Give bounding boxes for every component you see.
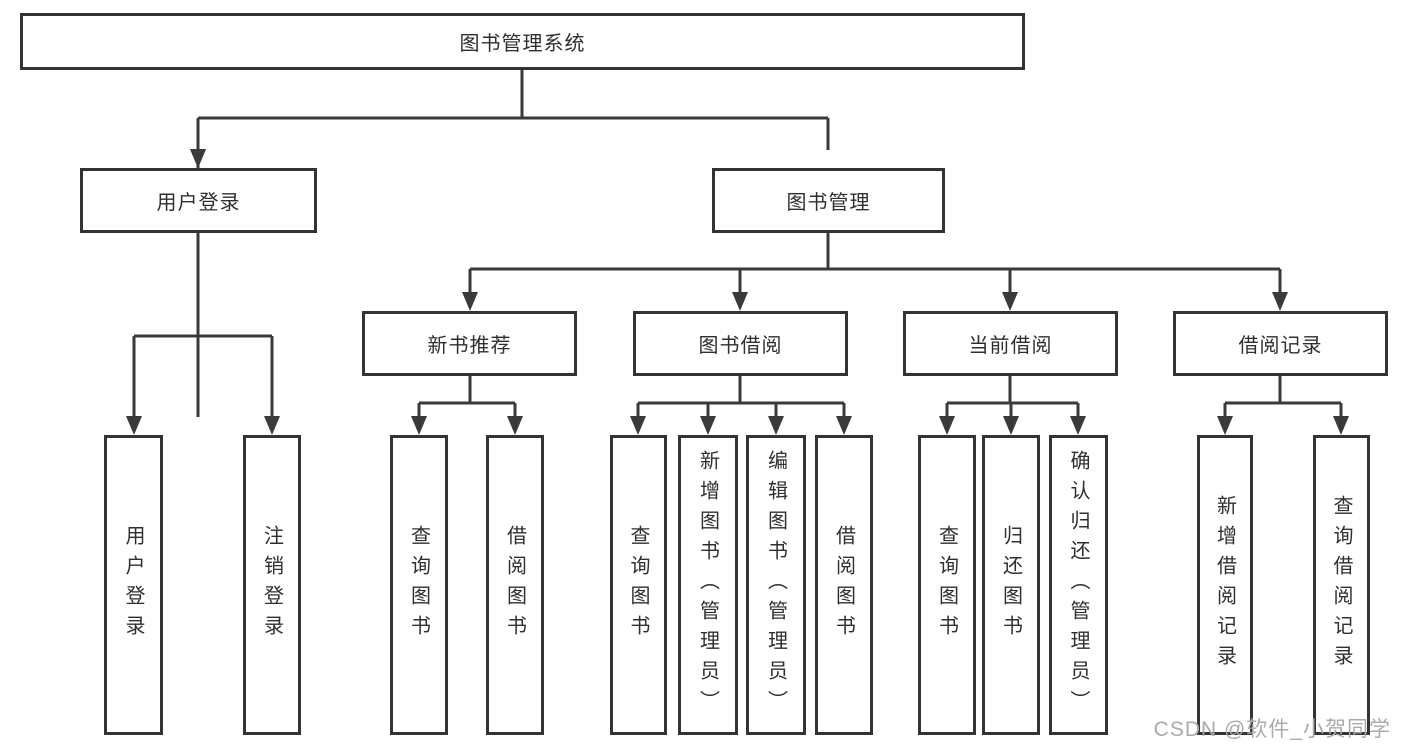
- node-leaf-bb-borrow-book-label: 借阅图书: [832, 525, 855, 645]
- node-leaf-bb-edit-book: 编辑图书（管理员）: [746, 435, 806, 735]
- node-leaf-bb-query-book: 查询图书: [610, 435, 667, 735]
- node-book-borrow: 图书借阅: [633, 311, 848, 376]
- node-leaf-nr-borrow-book-label: 借阅图书: [503, 525, 526, 645]
- node-user-login-label: 用户登录: [156, 192, 241, 214]
- node-leaf-cb-return-book-label: 归还图书: [999, 525, 1022, 645]
- node-leaf-br-query-record: 查询借阅记录: [1313, 435, 1370, 735]
- node-new-book-rec-label: 新书推荐: [427, 335, 512, 357]
- node-leaf-bb-add-book: 新增图书（管理员）: [678, 435, 738, 735]
- node-book-borrow-label: 图书借阅: [698, 335, 783, 357]
- node-leaf-nr-query-book-label: 查询图书: [407, 525, 430, 645]
- node-leaf-nr-borrow-book: 借阅图书: [486, 435, 544, 735]
- node-leaf-user-login-label: 用户登录: [122, 525, 144, 645]
- node-leaf-br-add-record: 新增借阅记录: [1197, 435, 1253, 735]
- node-leaf-bb-add-book-label: 新增图书（管理员）: [696, 450, 719, 720]
- node-borrow-record: 借阅记录: [1173, 311, 1388, 376]
- node-leaf-cb-return-book: 归还图书: [982, 435, 1040, 735]
- node-leaf-user-login: 用户登录: [104, 435, 163, 735]
- node-leaf-br-add-record-label: 新增借阅记录: [1213, 495, 1236, 675]
- node-root: 图书管理系统: [20, 13, 1025, 70]
- node-leaf-br-query-record-label: 查询借阅记录: [1330, 495, 1352, 675]
- connector-borrowrecord-to-leaves: [1217, 376, 1349, 435]
- connector-bookmgmt-to-level3: [462, 233, 1288, 311]
- node-leaf-nr-query-book: 查询图书: [390, 435, 448, 735]
- node-leaf-logout: 注销登录: [243, 435, 301, 735]
- csdn-watermark: CSDN @软件_小贺同学: [1153, 718, 1391, 741]
- node-current-borrow: 当前借阅: [903, 311, 1118, 376]
- node-leaf-logout-label: 注销登录: [260, 525, 283, 645]
- node-new-book-rec: 新书推荐: [362, 311, 577, 376]
- node-leaf-cb-confirm-return: 确认归还（管理员）: [1049, 435, 1108, 735]
- node-book-mgmt-label: 图书管理: [786, 192, 871, 214]
- node-leaf-bb-edit-book-label: 编辑图书（管理员）: [764, 450, 787, 720]
- connector-currentborrow-to-leaves: [939, 376, 1086, 435]
- node-book-mgmt: 图书管理: [712, 168, 945, 233]
- node-leaf-cb-query-book: 查询图书: [918, 435, 976, 735]
- node-leaf-bb-borrow-book: 借阅图书: [815, 435, 873, 735]
- node-user-login: 用户登录: [80, 168, 317, 233]
- connector-bookborrow-to-leaves: [630, 376, 852, 435]
- node-current-borrow-label: 当前借阅: [968, 335, 1053, 357]
- node-leaf-bb-query-book-label: 查询图书: [627, 525, 649, 645]
- node-leaf-cb-query-book-label: 查询图书: [935, 525, 958, 645]
- connector-userlogin-arrow: [190, 149, 206, 168]
- node-root-label: 图书管理系统: [459, 33, 586, 55]
- node-borrow-record-label: 借阅记录: [1238, 335, 1323, 357]
- node-leaf-cb-confirm-return-label: 确认归还（管理员）: [1067, 450, 1089, 720]
- connector-newbookrec-to-leaves: [411, 376, 523, 435]
- connector-userlogin-to-leaves: [126, 233, 280, 435]
